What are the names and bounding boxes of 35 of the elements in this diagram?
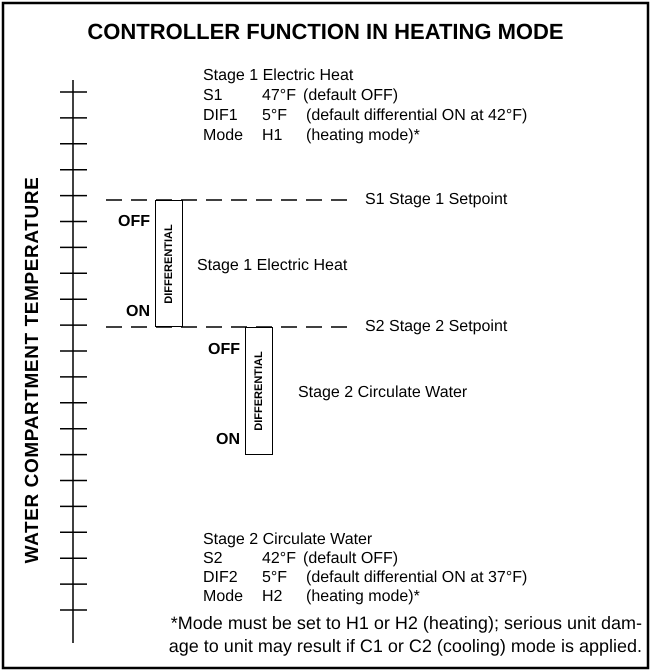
state-label: OFF [208,341,240,359]
setting-value: 5°F [262,106,288,126]
setpoint-label: S1 Stage 1 Setpoint [365,190,508,210]
setting-value: 42°F [262,549,296,569]
block-heading: Stage 1 Electric Heat [203,66,354,86]
diagram-title: CONTROLLER FUNCTION IN HEATING MODE [86,18,565,46]
setting-name: Mode [203,587,244,607]
setting-value: H1 [262,126,282,146]
footnote: *Mode must be set to H1 or H2 (heating); serious unit dam- age to unit may result if C1 or C2 (cooling) mode is applied. [168,612,642,658]
setting-name: Mode [203,126,244,146]
setting-name: DIF1 [203,106,238,126]
stage-label: Stage 2 Circulate Water [298,383,468,403]
setting-value: H2 [262,587,282,607]
setting-name: S2 [203,549,223,569]
setting-value: 47°F [262,86,296,106]
differential-label: DIFFERENTIAL [253,351,265,431]
setting-note: (default differential ON at 37°F) [306,568,528,588]
setting-name: DIF2 [203,568,238,588]
setting-note: (heating mode)* [306,126,420,146]
stage-label: Stage 1 Electric Heat [197,256,348,276]
differential-box [245,327,273,455]
setting-name: S1 [203,86,223,106]
state-label: OFF [118,213,150,231]
state-label: ON [126,303,150,321]
setting-note: (default differential ON at 42°F) [306,106,528,126]
state-label: ON [216,431,240,449]
differential-label: DIFFERENTIAL [163,224,175,304]
setting-note: (default OFF) [303,549,398,569]
setting-value: 5°F [262,568,288,588]
block-heading: Stage 2 Circulate Water [203,530,372,550]
differential-box [155,200,183,327]
setpoint-label: S2 Stage 2 Setpoint [365,317,508,337]
setting-note: (heating mode)* [306,587,420,607]
setting-note: (default OFF) [303,86,398,106]
axis-title: WATER COMPARTMENT TEMPERATURE [23,176,43,564]
